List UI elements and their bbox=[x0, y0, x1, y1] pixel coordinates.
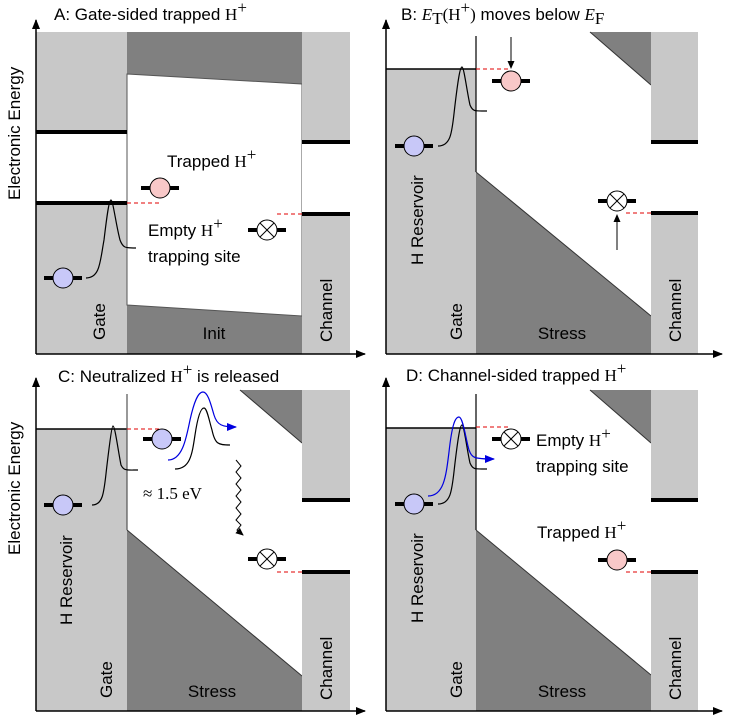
channel-bandgap bbox=[651, 142, 698, 213]
hydrogen-reservoir-site-icon bbox=[52, 267, 74, 289]
activation-energy-label: ≈ 1.5 eV bbox=[143, 484, 203, 503]
cross-mark bbox=[259, 222, 275, 238]
energy-barrier-curve bbox=[85, 199, 137, 279]
trapped-h-label: Trapped H+ bbox=[167, 145, 256, 171]
channel-label: Channel bbox=[666, 279, 685, 342]
gate-label: Gate bbox=[447, 661, 466, 698]
y-axis-label: Electronic Energy bbox=[5, 421, 24, 555]
valence-band-edge bbox=[475, 171, 652, 317]
gate-region bbox=[386, 32, 476, 354]
channel-bandgap bbox=[651, 500, 698, 572]
h-reservoir-label: H Reservoir bbox=[408, 533, 427, 623]
trapped-proton-icon bbox=[500, 70, 522, 92]
panel-b: H Reservoir Gate Stress Channel B: ET(H+… bbox=[382, 0, 723, 358]
energy-barrier-curve bbox=[91, 425, 139, 506]
release-barrier-curve bbox=[174, 407, 231, 470]
release-path-arrow bbox=[167, 391, 237, 461]
valence-band-edge bbox=[126, 529, 303, 677]
cross-mark bbox=[259, 551, 275, 567]
trapping-path-arrow bbox=[427, 416, 495, 497]
cross-mark bbox=[503, 431, 519, 447]
gate-bandgap bbox=[36, 133, 127, 203]
oxide-label: Stress bbox=[188, 682, 236, 701]
h-reservoir-label: H Reservoir bbox=[57, 535, 76, 625]
h-reservoir-label: H Reservoir bbox=[408, 175, 427, 265]
energy-barrier-curve bbox=[437, 424, 488, 505]
hydrogen-reservoir-site-icon bbox=[52, 494, 74, 516]
panel-d: Empty H+ trapping site Trapped H+ H Rese… bbox=[382, 359, 723, 715]
trapped-proton-icon bbox=[606, 549, 628, 571]
panel-a: Trapped H+ Empty H+ trapping site Gate I… bbox=[32, 0, 366, 358]
panel-title: A: Gate-sided trapped H+ bbox=[54, 0, 247, 24]
gate-label: Gate bbox=[97, 661, 116, 698]
empty-trap-label: Empty H+ bbox=[536, 424, 611, 450]
oxide-label: Init bbox=[203, 324, 226, 343]
gate-label: Gate bbox=[447, 303, 466, 340]
oxide-label: Stress bbox=[538, 324, 586, 343]
panel-c: ≈ 1.5 eV H Reservoir Gate Stress Channel… bbox=[32, 360, 366, 715]
channel-label: Channel bbox=[317, 279, 336, 342]
gate-above-fermi bbox=[36, 390, 127, 429]
trapped-h-label: Trapped H+ bbox=[537, 516, 626, 542]
cross-mark bbox=[609, 193, 625, 209]
oxide-bandgap bbox=[476, 390, 651, 675]
panel-title: C: Neutralized H+ is released bbox=[58, 360, 279, 386]
empty-trap-label: Empty H+ bbox=[148, 214, 223, 240]
channel-bandgap bbox=[302, 143, 350, 213]
y-axis-label: Electronic Energy bbox=[5, 66, 24, 200]
channel-label: Channel bbox=[666, 637, 685, 700]
channel-bandgap bbox=[302, 500, 350, 572]
gate-above-fermi bbox=[386, 390, 476, 428]
valence-band-edge bbox=[475, 529, 652, 676]
gate-above-fermi bbox=[386, 32, 476, 69]
gate-region bbox=[36, 390, 127, 711]
conduction-band-edge bbox=[239, 389, 303, 444]
oxide-bandgap bbox=[127, 390, 302, 676]
trapped-proton-icon bbox=[149, 177, 171, 199]
channel-label: Channel bbox=[317, 637, 336, 700]
oxide-bandgap bbox=[476, 32, 651, 316]
empty-trap-label-line2: trapping site bbox=[148, 247, 241, 266]
oxide-label: Stress bbox=[538, 682, 586, 701]
gate-region bbox=[386, 390, 476, 711]
neutral-hydrogen-icon bbox=[151, 428, 173, 450]
hydrogen-reservoir-site-icon bbox=[403, 135, 425, 157]
conduction-band-edge bbox=[589, 31, 652, 86]
panel-title: B: ET(H+) moves below EF bbox=[401, 0, 604, 28]
empty-trap-label-line2: trapping site bbox=[536, 457, 629, 476]
hydrogen-reservoir-site-icon bbox=[403, 493, 425, 515]
relaxation-wavy-arrow-icon bbox=[235, 459, 244, 536]
conduction-band-edge bbox=[589, 389, 652, 444]
gate-label: Gate bbox=[90, 303, 109, 340]
energy-barrier-curve bbox=[437, 66, 488, 147]
panel-title: D: Channel-sided trapped H+ bbox=[406, 359, 626, 385]
